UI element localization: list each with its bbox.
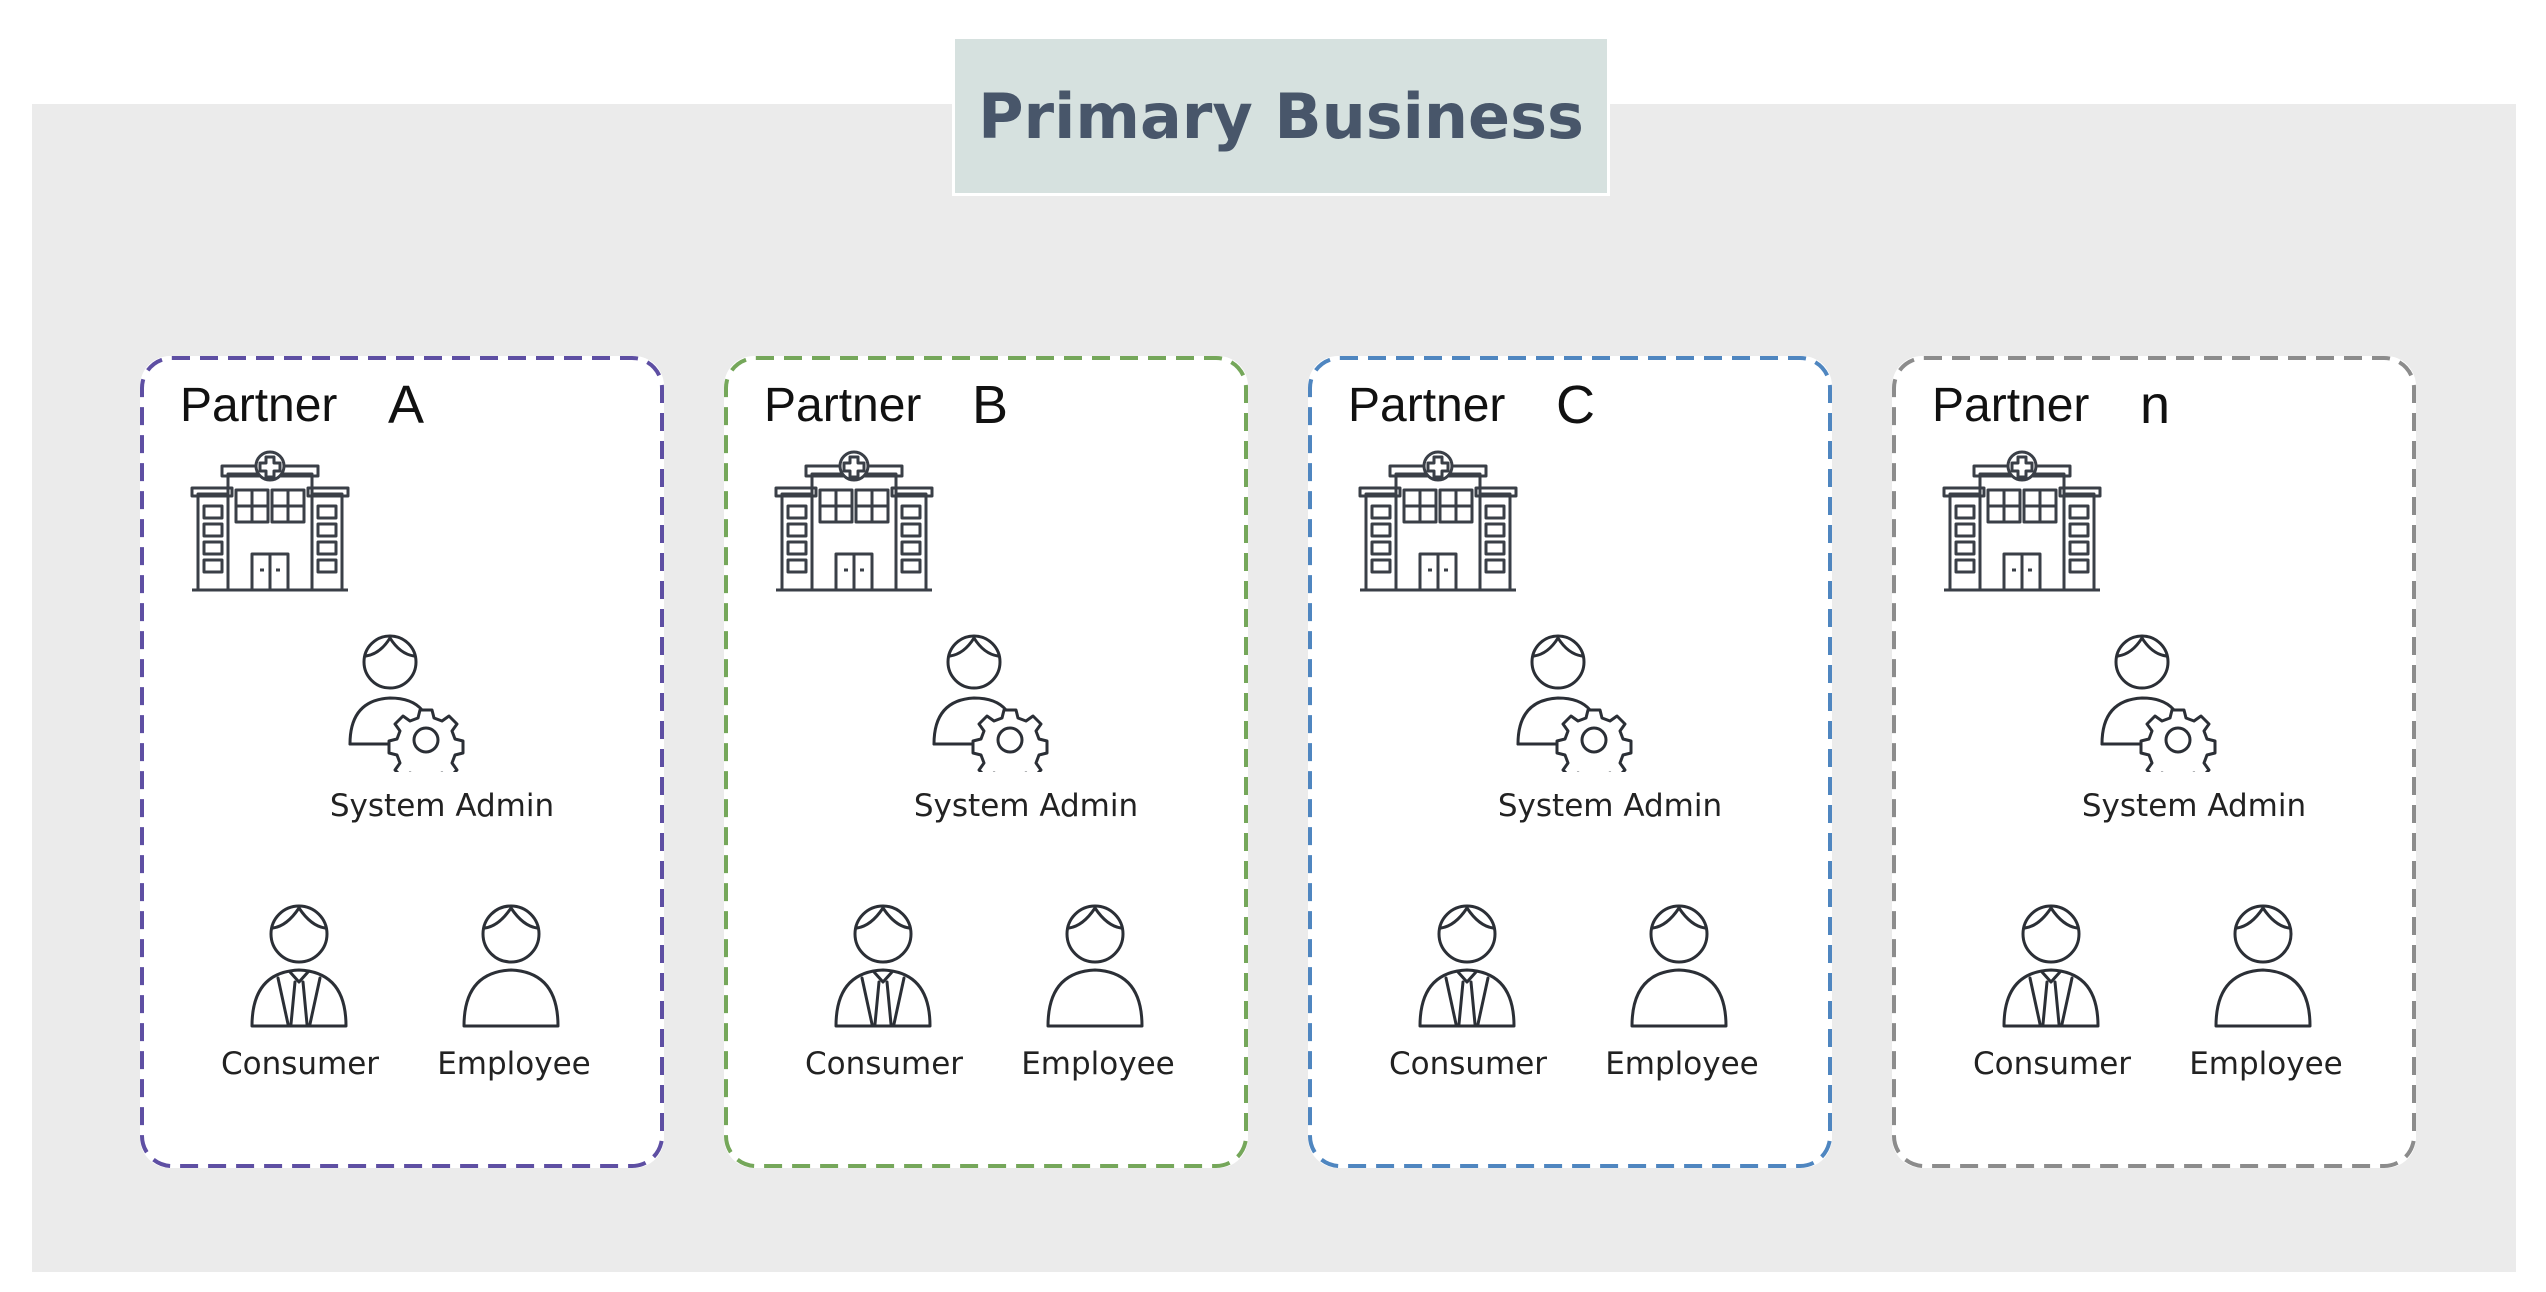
user-gear-icon (2100, 634, 2217, 772)
partner-dashed-border (1308, 356, 1832, 1168)
system-admin-label: System Admin (913, 788, 1139, 824)
user-gear-icon (348, 634, 465, 772)
consumer-label: Consumer (220, 1046, 380, 1082)
user-tie-icon (2002, 904, 2100, 1028)
hospital-building-icon (1358, 450, 1518, 592)
user-tie-icon (1418, 904, 1516, 1028)
partner-letter: C (1556, 375, 1595, 435)
partner-card-n: Partner n (1892, 356, 2416, 1168)
partner-dashed-border (140, 356, 664, 1168)
title-text: Primary Business (978, 79, 1584, 153)
partner-dashed-border (724, 356, 1248, 1168)
partner-dashed-border (1892, 356, 2416, 1168)
user-tie-icon (834, 904, 932, 1028)
employee-label: Employee (2189, 1046, 2343, 1082)
partner-card-c: Partner C (1308, 356, 1832, 1168)
partner-label: Partner (180, 379, 338, 432)
user-icon (1630, 904, 1728, 1028)
employee-label: Employee (1605, 1046, 1759, 1082)
partner-letter: n (2140, 375, 2171, 435)
hospital-building-icon (190, 450, 350, 592)
hospital-building-icon (774, 450, 934, 592)
partner-card-a: Partner A (140, 356, 664, 1168)
consumer-label: Consumer (1388, 1046, 1548, 1082)
partner-label: Partner (1348, 379, 1506, 432)
user-icon (1046, 904, 1144, 1028)
user-tie-icon (250, 904, 348, 1028)
primary-business-title: Primary Business (952, 36, 1610, 196)
consumer-label: Consumer (1972, 1046, 2132, 1082)
system-admin-label: System Admin (1497, 788, 1723, 824)
system-admin-label: System Admin (2081, 788, 2307, 824)
user-icon (2214, 904, 2312, 1028)
user-gear-icon (932, 634, 1049, 772)
partner-card-b: Partner B (724, 356, 1248, 1168)
consumer-label: Consumer (804, 1046, 964, 1082)
user-icon (462, 904, 560, 1028)
hospital-building-icon (1942, 450, 2102, 592)
partner-label: Partner (1932, 379, 2090, 432)
partner-letter: A (388, 375, 425, 435)
employee-label: Employee (437, 1046, 591, 1082)
system-admin-label: System Admin (329, 788, 555, 824)
user-gear-icon (1516, 634, 1633, 772)
partner-letter: B (972, 375, 1009, 435)
partner-label: Partner (764, 379, 922, 432)
employee-label: Employee (1021, 1046, 1175, 1082)
